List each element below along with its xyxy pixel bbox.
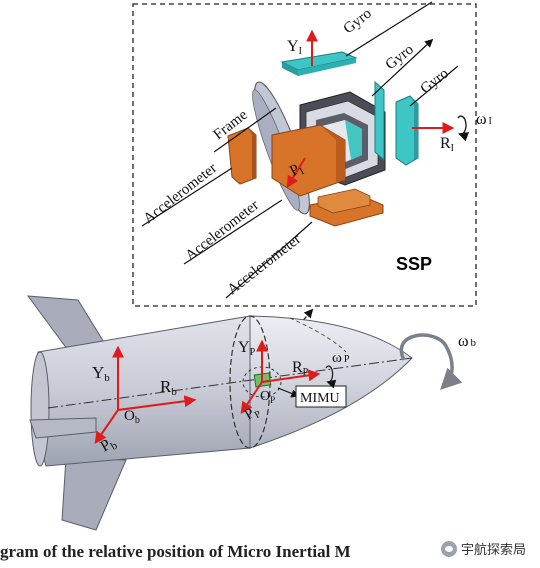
rb-axis (117, 395, 197, 411)
body-rear (30, 351, 50, 467)
figure-caption: gram of the relative position of Micro I… (0, 542, 351, 561)
acc-mid-leader (183, 199, 283, 265)
label-yi: YI (287, 38, 302, 57)
wechat-icon (440, 540, 457, 557)
gyro-mid-leader (371, 38, 434, 97)
omega-b-rotation-icon (399, 333, 463, 390)
nose-interior-line (289, 317, 347, 353)
fin-bottom (61, 457, 127, 531)
gyro-mid (374, 80, 385, 162)
label-accelerometer-mid: Accelerometer (183, 197, 262, 264)
label-gyro-top: Gyro (341, 6, 375, 38)
acc-bottom-leader (225, 221, 313, 299)
accelerometer-left (227, 127, 257, 185)
watermark-text: 宇航探索局 (460, 543, 526, 558)
pb-axis (94, 409, 119, 444)
label-ob: Ob (124, 408, 140, 426)
gyro-top (280, 51, 358, 76)
label-mimu: MIMU (300, 391, 340, 406)
gyro-right-leader (409, 65, 459, 107)
label-rb: Rb (160, 377, 177, 398)
acc-left-leader (141, 167, 233, 227)
centerline (47, 357, 413, 409)
omega-p-rotation-icon (325, 365, 337, 389)
pp-axis (240, 381, 263, 414)
label-gyro-mid: Gyro (383, 42, 417, 74)
gyro-top-leader (345, 1, 433, 57)
accelerometer-front (271, 124, 346, 197)
rp-axis (261, 369, 321, 383)
nose-cone (249, 315, 413, 449)
label-yb: Yb (92, 363, 110, 384)
omega-i-rotation-icon (457, 115, 470, 142)
label-ri: RI (440, 135, 454, 154)
inset-border (132, 3, 477, 307)
inset-title: SSP (396, 254, 432, 274)
pi-axis (286, 157, 306, 189)
frame-leader (213, 107, 277, 153)
watermark: 宇航探索局 (440, 539, 526, 558)
ssp-inset: Gyro Gyro Gyro Frame Accelerometer Accel… (132, 1, 492, 307)
gyro-right (395, 95, 419, 166)
label-accelerometer-left: Accelerometer (141, 160, 220, 227)
accelerometer-bottom (309, 188, 384, 227)
label-accelerometer-bottom: Accelerometer (225, 231, 304, 298)
label-rp: RP (292, 359, 309, 378)
mimu-leader (277, 387, 300, 398)
label-op: OP (260, 389, 275, 405)
mimu-label-box (295, 385, 347, 408)
label-gyro-right: Gyro (418, 66, 452, 98)
label-yp: YP (238, 339, 256, 358)
